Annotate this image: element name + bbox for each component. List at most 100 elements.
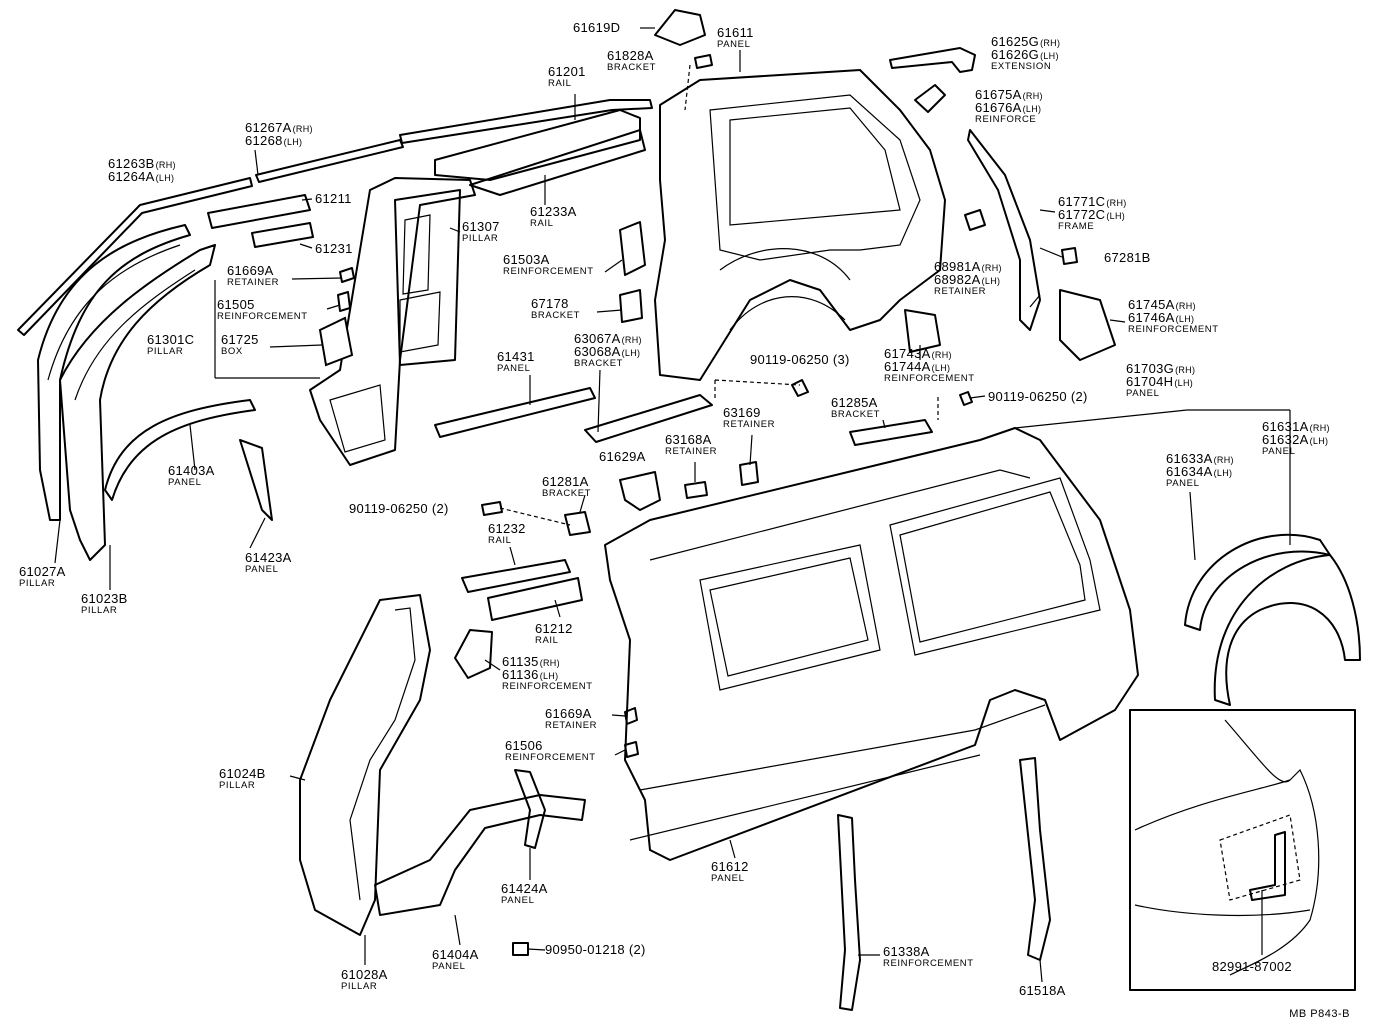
part-name: BOX <box>221 346 243 357</box>
part-number: 61136(LH) <box>502 667 559 682</box>
part-number: 90119-06250 (3) <box>750 352 850 367</box>
part-name: RAIL <box>530 218 554 229</box>
part-name: REINFORCE <box>975 114 1037 125</box>
callout-61231: 61231 <box>315 242 353 255</box>
part-name: BRACKET <box>542 488 592 499</box>
part-drawings <box>17 9 1361 1011</box>
callout-90950: 90950-01218 (2) <box>545 943 646 956</box>
part-number: 61267A(RH) <box>245 120 313 135</box>
part-number: 68982A(LH) <box>934 272 1001 287</box>
part-number: 61725 <box>221 332 259 347</box>
part-name: PILLAR <box>462 233 499 244</box>
part-name: PANEL <box>711 873 745 884</box>
callout-61423A: 61423A PANEL <box>245 551 292 575</box>
part-number: 61669A <box>227 263 274 278</box>
part-number: 61743A(RH) <box>884 346 952 361</box>
part-number: 61423A <box>245 550 292 565</box>
part-name: PANEL <box>245 564 279 575</box>
part-number: 61746A(LH) <box>1128 310 1195 325</box>
callout-61135: 61135(RH) 61136(LH) REINFORCEMENT <box>502 655 593 692</box>
part-number: 90119-06250 (2) <box>349 501 449 516</box>
part-name: RAIL <box>548 78 572 89</box>
callout-61505: 61505 REINFORCEMENT <box>217 298 308 322</box>
part-number: 61633A(RH) <box>1166 451 1234 466</box>
callout-61518A: 61518A <box>1019 984 1066 997</box>
part-number: 61285A <box>831 395 878 410</box>
callout-61267A: 61267A(RH) 61268(LH) <box>245 121 313 147</box>
part-number: 61232 <box>488 521 526 536</box>
drawing-code: MB P843-B <box>1289 1008 1350 1020</box>
part-name: PILLAR <box>81 605 118 616</box>
callout-61503A: 61503A REINFORCEMENT <box>503 253 594 277</box>
part-name: RAIL <box>488 535 512 546</box>
part-number: 67281B <box>1104 250 1151 265</box>
callout-61633A: 61633A(RH) 61634A(LH) PANEL <box>1166 452 1234 489</box>
callout-61263B: 61263B(RH) 61264A(LH) <box>108 157 176 183</box>
part-name: PANEL <box>497 363 531 374</box>
part-number: 61212 <box>535 621 573 636</box>
part-number: 61135(RH) <box>502 654 560 669</box>
part-number: 63169 <box>723 405 761 420</box>
part-number: 61703G(RH) <box>1126 361 1196 376</box>
callout-61703G: 61703G(RH) 61704H(LH) PANEL <box>1126 362 1195 399</box>
part-name: RETAINER <box>227 277 280 288</box>
callout-61424A: 61424A PANEL <box>501 882 548 906</box>
callout-90119-2b: 90119-06250 (2) <box>349 502 449 515</box>
part-number: 90119-06250 (2) <box>988 389 1088 404</box>
part-number: 61431 <box>497 349 535 364</box>
part-number: 61264A(LH) <box>108 169 175 184</box>
part-number: 61231 <box>315 241 353 256</box>
part-number: 61669A <box>545 706 592 721</box>
part-name: EXTENSION <box>991 61 1052 72</box>
callout-67281B: 67281B <box>1104 251 1151 264</box>
part-name: REINFORCEMENT <box>884 373 975 384</box>
callout-61212: 61212 RAIL <box>535 622 573 646</box>
part-number: 61307 <box>462 219 500 234</box>
part-name: RETAINER <box>545 720 598 731</box>
callout-61612: 61612 PANEL <box>711 860 749 884</box>
callout-61201: 61201 RAIL <box>548 65 586 89</box>
callout-61211: 61211 <box>315 192 352 205</box>
callout-61745A: 61745A(RH) 61746A(LH) REINFORCEMENT <box>1128 298 1219 335</box>
part-name: PANEL <box>1166 478 1200 489</box>
part-number: 61201 <box>548 64 586 79</box>
callout-61233A: 61233A RAIL <box>530 205 577 229</box>
callout-61828A: 61828A BRACKET <box>607 49 656 73</box>
part-number: 61771C(RH) <box>1058 194 1127 209</box>
callout-61232: 61232 RAIL <box>488 522 526 546</box>
part-number: 61281A <box>542 474 589 489</box>
part-name: PANEL <box>717 39 751 50</box>
part-name: REINFORCEMENT <box>503 266 594 277</box>
part-number: 63067A(RH) <box>574 331 642 346</box>
part-number: 67178 <box>531 296 569 311</box>
part-name: PANEL <box>168 477 202 488</box>
callout-63067A: 63067A(RH) 63068A(LH) BRACKET <box>574 332 642 369</box>
callout-61619D: 61619D <box>573 21 620 34</box>
callout-90119-3: 90119-06250 (3) <box>750 353 850 366</box>
part-name: RETAINER <box>665 446 718 457</box>
part-number: 61625G(RH) <box>991 34 1061 49</box>
part-number: 63068A(LH) <box>574 344 641 359</box>
callout-61743A: 61743A(RH) 61744A(LH) REINFORCEMENT <box>884 347 975 384</box>
part-name: PANEL <box>1126 388 1160 399</box>
part-number: 61704H(LH) <box>1126 374 1194 389</box>
part-number: 61503A <box>503 252 550 267</box>
callout-61675A: 61675A(RH) 61676A(LH) REINFORCE <box>975 88 1043 125</box>
callout-61404A: 61404A PANEL <box>432 948 479 972</box>
callout-63169: 63169 RETAINER <box>723 406 775 430</box>
callout-61301C: 61301C PILLAR <box>147 333 194 357</box>
callout-61725: 61725 BOX <box>221 333 259 357</box>
callout-61024B: 61024B PILLAR <box>219 767 266 791</box>
callout-61338A: 61338A REINFORCEMENT <box>883 945 974 969</box>
part-number: 61211 <box>315 191 352 206</box>
part-number: 61675A(RH) <box>975 87 1043 102</box>
part-number: 61404A <box>432 947 479 962</box>
callout-61307: 61307 PILLAR <box>462 220 500 244</box>
part-number: 61619D <box>573 20 621 35</box>
part-number: 61403A <box>168 463 215 478</box>
callout-68981A: 68981A(RH) 68982A(LH) RETAINER <box>934 260 1002 297</box>
part-name: RAIL <box>535 635 559 646</box>
part-name: PANEL <box>1262 446 1296 457</box>
